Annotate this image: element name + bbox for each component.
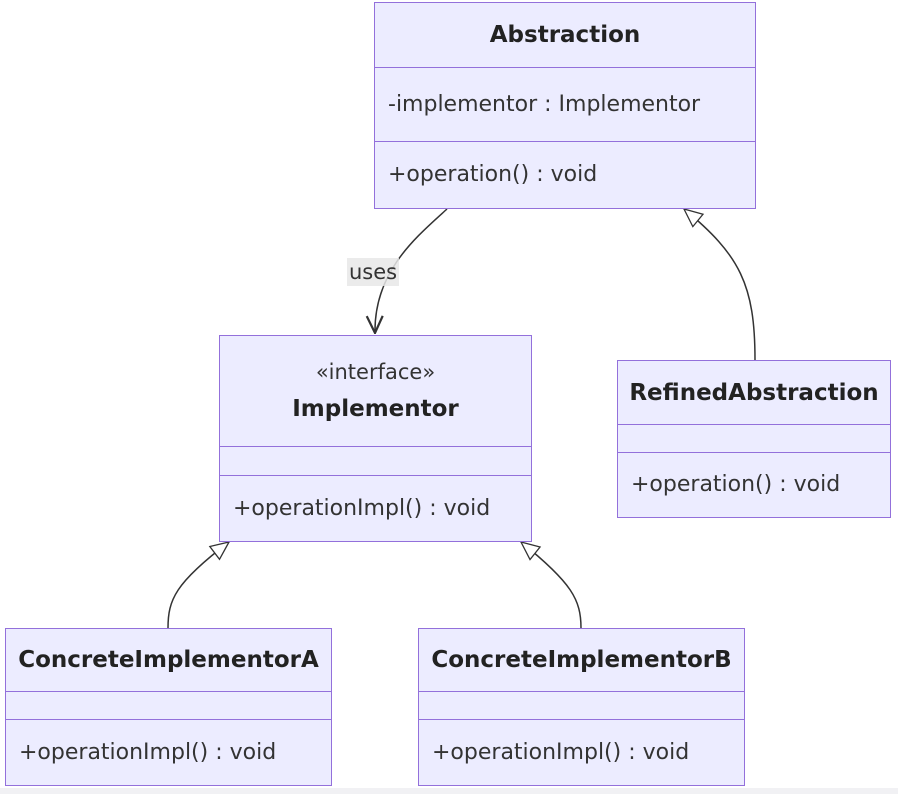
method-row: +operationImpl() : void (419, 719, 744, 784)
attribute-text: -implementor : Implementor (388, 92, 701, 117)
class-name: RefinedAbstraction (629, 379, 879, 406)
empty-attributes-section (618, 424, 890, 452)
class-refined-abstraction[interactable]: RefinedAbstraction +operation() : void (617, 360, 891, 518)
method-text: +operation() : void (631, 472, 841, 497)
class-concrete-implementor-a[interactable]: ConcreteImplementorA +operationImpl() : … (5, 628, 332, 786)
class-implementor[interactable]: «interface» Implementor +operationImpl()… (219, 335, 532, 542)
refined-inheritance-edge (684, 209, 756, 361)
method-row: +operation() : void (375, 141, 755, 207)
method-row: +operation() : void (618, 452, 890, 516)
method-row: +operationImpl() : void (220, 475, 531, 541)
empty-attributes-section (419, 691, 744, 719)
attribute-row: -implementor : Implementor (375, 67, 755, 141)
method-text: +operationImpl() : void (233, 496, 491, 521)
method-text: +operation() : void (388, 162, 598, 187)
method-row: +operationImpl() : void (6, 719, 331, 784)
bottom-edge-strip (0, 788, 898, 794)
uses-edge-label: uses (347, 258, 400, 286)
class-concrete-implementor-b[interactable]: ConcreteImplementorB +operationImpl() : … (418, 628, 745, 786)
method-text: +operationImpl() : void (432, 739, 690, 765)
empty-attributes-section (6, 691, 331, 719)
class-name: ConcreteImplementorA (18, 647, 319, 673)
class-name: Implementor (292, 396, 459, 422)
class-abstraction[interactable]: Abstraction -implementor : Implementor +… (374, 2, 756, 209)
empty-attributes-section (220, 446, 531, 475)
class-name: Abstraction (489, 22, 641, 48)
concreteB-inheritance-edge (521, 542, 582, 629)
concreteA-inheritance-edge (167, 542, 229, 629)
method-text: +operationImpl() : void (19, 739, 277, 765)
interface-stereotype: «interface» (315, 360, 436, 384)
class-name: ConcreteImplementorB (431, 647, 732, 673)
